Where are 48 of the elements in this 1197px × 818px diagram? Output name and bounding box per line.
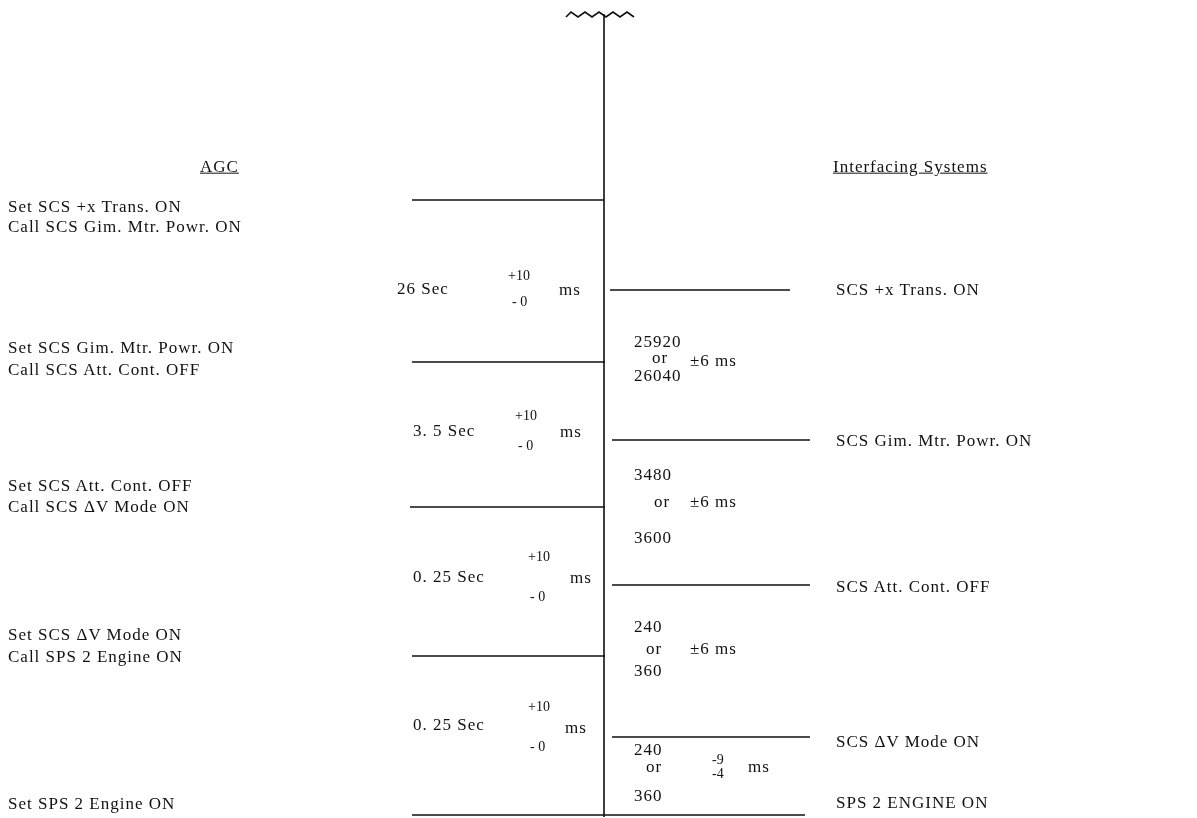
tolerance-value: - 0	[530, 589, 546, 605]
tolerance-value: +10	[508, 268, 530, 284]
column-heading: AGC	[200, 157, 239, 177]
timing-label: Set SPS 2 Engine ON	[8, 794, 176, 814]
timing-label: 0. 25 Sec	[413, 715, 485, 735]
timing-label: ms	[565, 718, 587, 738]
timing-label: ±6 ms	[690, 492, 737, 512]
tolerance-value: - 0	[518, 438, 534, 454]
timing-label: 26 Sec	[397, 279, 449, 299]
timing-label: SPS 2 ENGINE ON	[836, 793, 989, 813]
timing-label: 360	[634, 661, 663, 681]
timing-label: or	[646, 639, 663, 659]
timing-label: SCS Gim. Mtr. Powr. ON	[836, 431, 1033, 451]
timing-label: Set SCS ΔV Mode ON	[8, 625, 183, 645]
tolerance-value: +10	[515, 408, 537, 424]
timing-label: Call SCS Att. Cont. OFF	[8, 360, 201, 380]
timing-label: or	[654, 492, 671, 512]
tolerance-value: +10	[528, 549, 550, 565]
timing-label: or	[646, 757, 663, 777]
timing-label: 3. 5 Sec	[413, 421, 476, 441]
timing-label: SCS +x Trans. ON	[836, 280, 980, 300]
timing-label: Call SCS ΔV Mode ON	[8, 497, 190, 517]
timing-label: Set SCS Att. Cont. OFF	[8, 476, 193, 496]
tolerance-value: -9	[712, 752, 724, 768]
timing-label: Call SPS 2 Engine ON	[8, 647, 183, 667]
timing-label: SCS Att. Cont. OFF	[836, 577, 991, 597]
timing-label: 0. 25 Sec	[413, 567, 485, 587]
timing-label: ms	[570, 568, 592, 588]
timing-label: ms	[559, 280, 581, 300]
tolerance-value: - 0	[530, 739, 546, 755]
timing-label: 240	[634, 617, 663, 637]
timing-label: 240	[634, 740, 663, 760]
tolerance-value: -4	[712, 766, 724, 782]
timing-label: ms	[560, 422, 582, 442]
column-heading: Interfacing Systems	[833, 157, 988, 177]
timing-label: ±6 ms	[690, 351, 737, 371]
tolerance-value: - 0	[512, 294, 528, 310]
tolerance-value: +10	[528, 699, 550, 715]
timing-label: 360	[634, 786, 663, 806]
timing-label: ms	[748, 757, 770, 777]
timing-label: SCS ΔV Mode ON	[836, 732, 981, 752]
timing-label: 26040	[634, 366, 682, 386]
timing-label: 3480	[634, 465, 672, 485]
timing-label: 3600	[634, 528, 672, 548]
timing-label: Call SCS Gim. Mtr. Powr. ON	[8, 217, 242, 237]
timing-label: Set SCS Gim. Mtr. Powr. ON	[8, 338, 235, 358]
timing-label: ±6 ms	[690, 639, 737, 659]
timing-label: Set SCS +x Trans. ON	[8, 197, 182, 217]
